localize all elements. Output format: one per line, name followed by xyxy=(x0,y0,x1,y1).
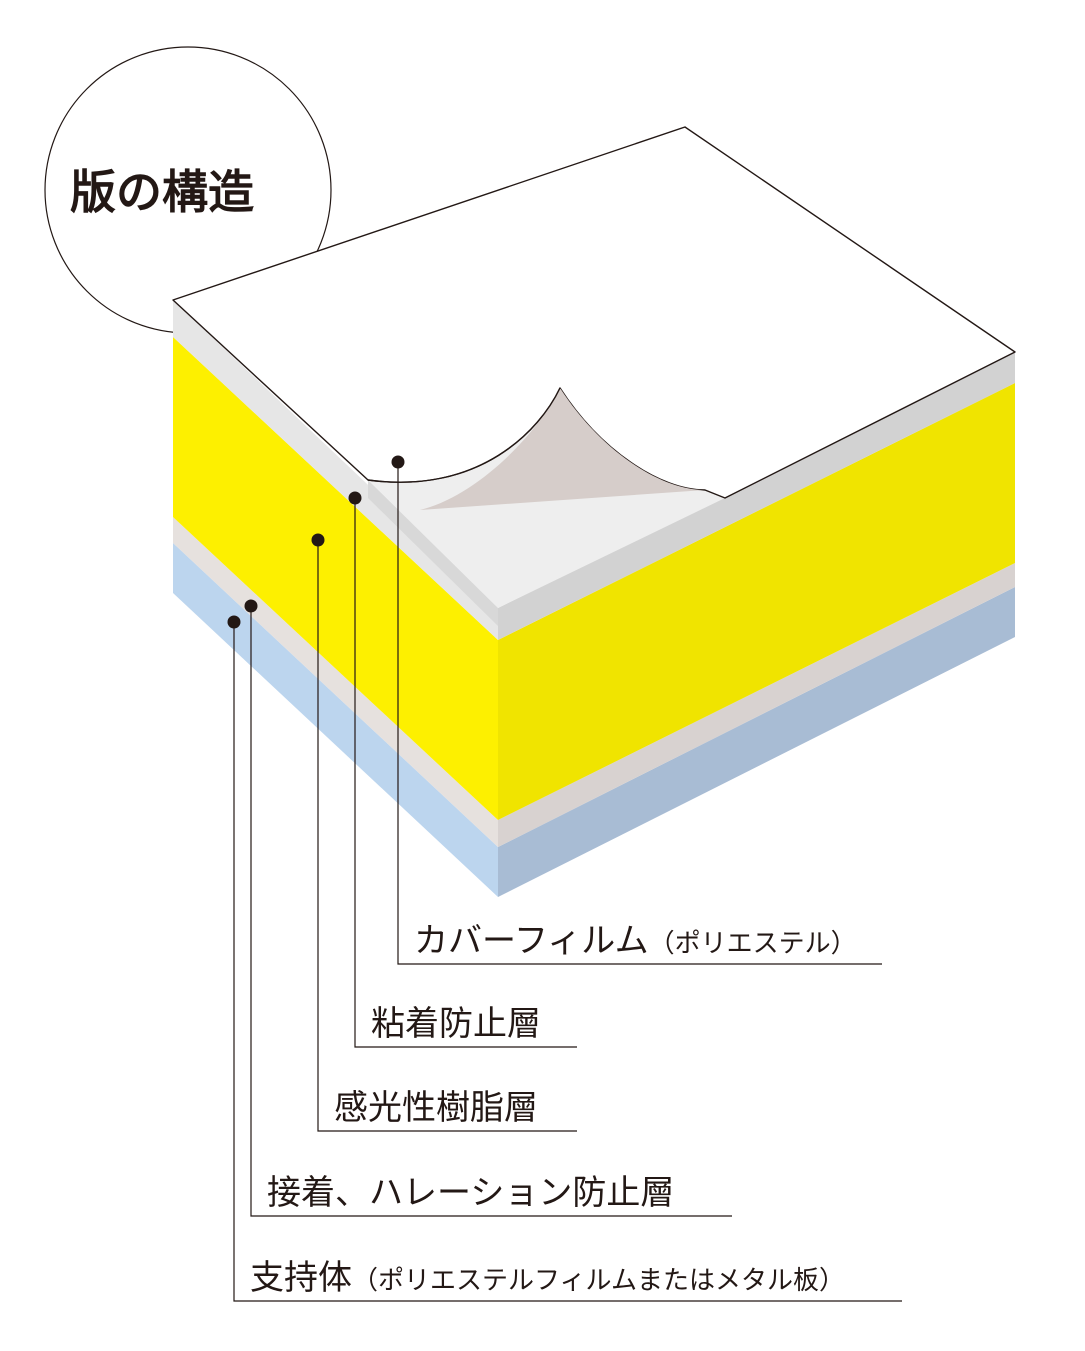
leader-support xyxy=(233,622,902,1302)
label-anti-adhesion: 粘着防止層 xyxy=(371,1004,541,1044)
label-cover-film: カバーフィルム（ポリエステル） xyxy=(414,921,857,961)
label-cover-film-main: カバーフィルム xyxy=(414,921,649,961)
title-bubble: 版の構造 xyxy=(44,46,332,334)
labels: カバーフィルム（ポリエステル） 粘着防止層 感光性樹脂層 接着、ハレーション防止… xyxy=(250,921,857,1298)
resin-right-face xyxy=(498,383,1015,820)
leader-anti-adhesion xyxy=(354,498,577,1048)
leader-photo-resin xyxy=(317,540,577,1132)
label-adhesive-main: 接着、ハレーション防止層 xyxy=(267,1173,674,1213)
adhesive-left-face xyxy=(173,517,498,847)
leader-adhesive xyxy=(250,606,732,1217)
leader-cover-film xyxy=(397,462,882,965)
support-left-face xyxy=(173,543,498,897)
label-anti-adhesion-main: 粘着防止層 xyxy=(371,1004,541,1044)
label-support: 支持体（ポリエステルフィルムまたはメタル板） xyxy=(250,1258,845,1298)
label-cover-film-note: （ポリエステル） xyxy=(649,929,857,959)
label-photo-resin-main: 感光性樹脂層 xyxy=(334,1088,538,1128)
diagram-title: 版の構造 xyxy=(70,165,254,219)
peeled-cover-underside xyxy=(420,388,705,510)
plate-block xyxy=(172,126,1016,897)
label-support-main: 支持体 xyxy=(250,1258,352,1298)
label-adhesive: 接着、ハレーション防止層 xyxy=(267,1173,674,1213)
leaders xyxy=(227,455,902,1302)
label-photo-resin: 感光性樹脂層 xyxy=(334,1088,538,1128)
adhesive-right-face xyxy=(498,563,1015,847)
cover-right-face xyxy=(498,352,1015,640)
support-right-face xyxy=(498,587,1015,897)
anti-adhesion-exposed-edge xyxy=(368,480,498,626)
cover-left-face xyxy=(173,300,498,640)
peel-curl-rim xyxy=(367,387,561,483)
label-support-note: （ポリエステルフィルムまたはメタル板） xyxy=(352,1266,845,1296)
resin-left-face xyxy=(173,337,498,820)
